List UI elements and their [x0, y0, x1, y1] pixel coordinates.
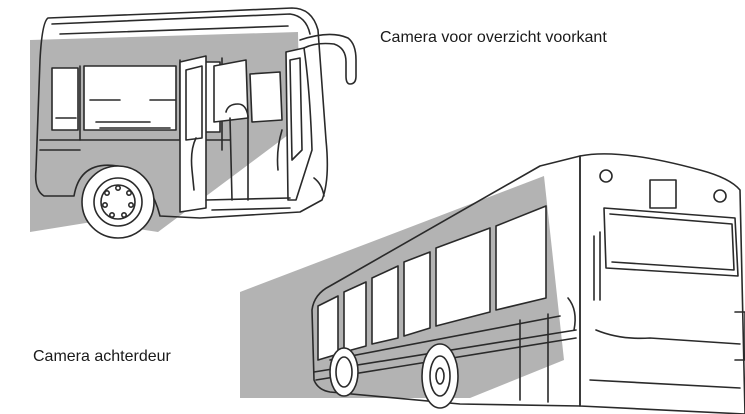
rear-sign-box: [650, 180, 676, 208]
rear-bus-illustration: [240, 154, 745, 414]
front-door: [180, 56, 206, 212]
rear-bus-back: [580, 154, 745, 414]
front-bus-wheel: [82, 166, 154, 238]
front-window-2: [84, 66, 176, 130]
front-camera-coverage: [30, 32, 300, 232]
front-window-1: [52, 68, 78, 130]
rear-bus-back-wheel: [422, 344, 458, 408]
rear-bus-front-wheel: [330, 348, 358, 396]
front-bus-illustration: [30, 8, 356, 238]
rear-camera-label: Camera achterdeur: [33, 348, 171, 366]
front-camera-label: Camera voor overzicht voorkant: [380, 29, 607, 47]
front-mirror: [300, 34, 356, 84]
